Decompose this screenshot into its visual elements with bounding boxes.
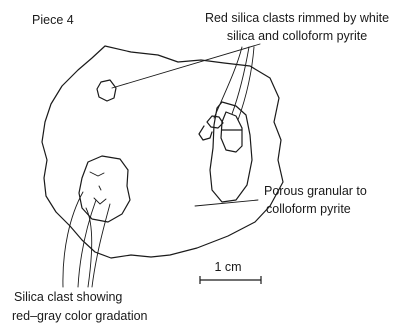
sample-outline	[42, 46, 283, 258]
silica-clast-label-line-1: Silica clast showing	[14, 290, 122, 304]
leader-to-rimmed-clast-1	[232, 47, 249, 114]
gradation-mark-3	[99, 186, 101, 190]
gradation-mark-1	[90, 172, 104, 176]
red-clasts-label-line-2: silica and colloform pyrite	[227, 29, 367, 43]
porous-label-line-2: colloform pyrite	[266, 202, 351, 216]
leader-to-small-clast	[112, 44, 260, 88]
scale-bar-label: 1 cm	[214, 260, 241, 274]
red-clasts-label-line-1: Red silica clasts rimmed by white	[205, 11, 389, 25]
silica-clast-label-line-2: red–gray color gradation	[12, 309, 148, 323]
small-rim-blob-tail	[199, 126, 212, 140]
leader-to-large-clast-3	[92, 204, 110, 287]
large-silica-clast	[79, 156, 130, 222]
leader-to-large-clast-1	[63, 192, 83, 287]
small-silica-clast	[97, 80, 116, 101]
piece-label: Piece 4	[32, 13, 74, 27]
leader-to-rimmed-clast-2	[238, 47, 254, 120]
porous-label-line-1: Porous granular to	[264, 184, 367, 198]
